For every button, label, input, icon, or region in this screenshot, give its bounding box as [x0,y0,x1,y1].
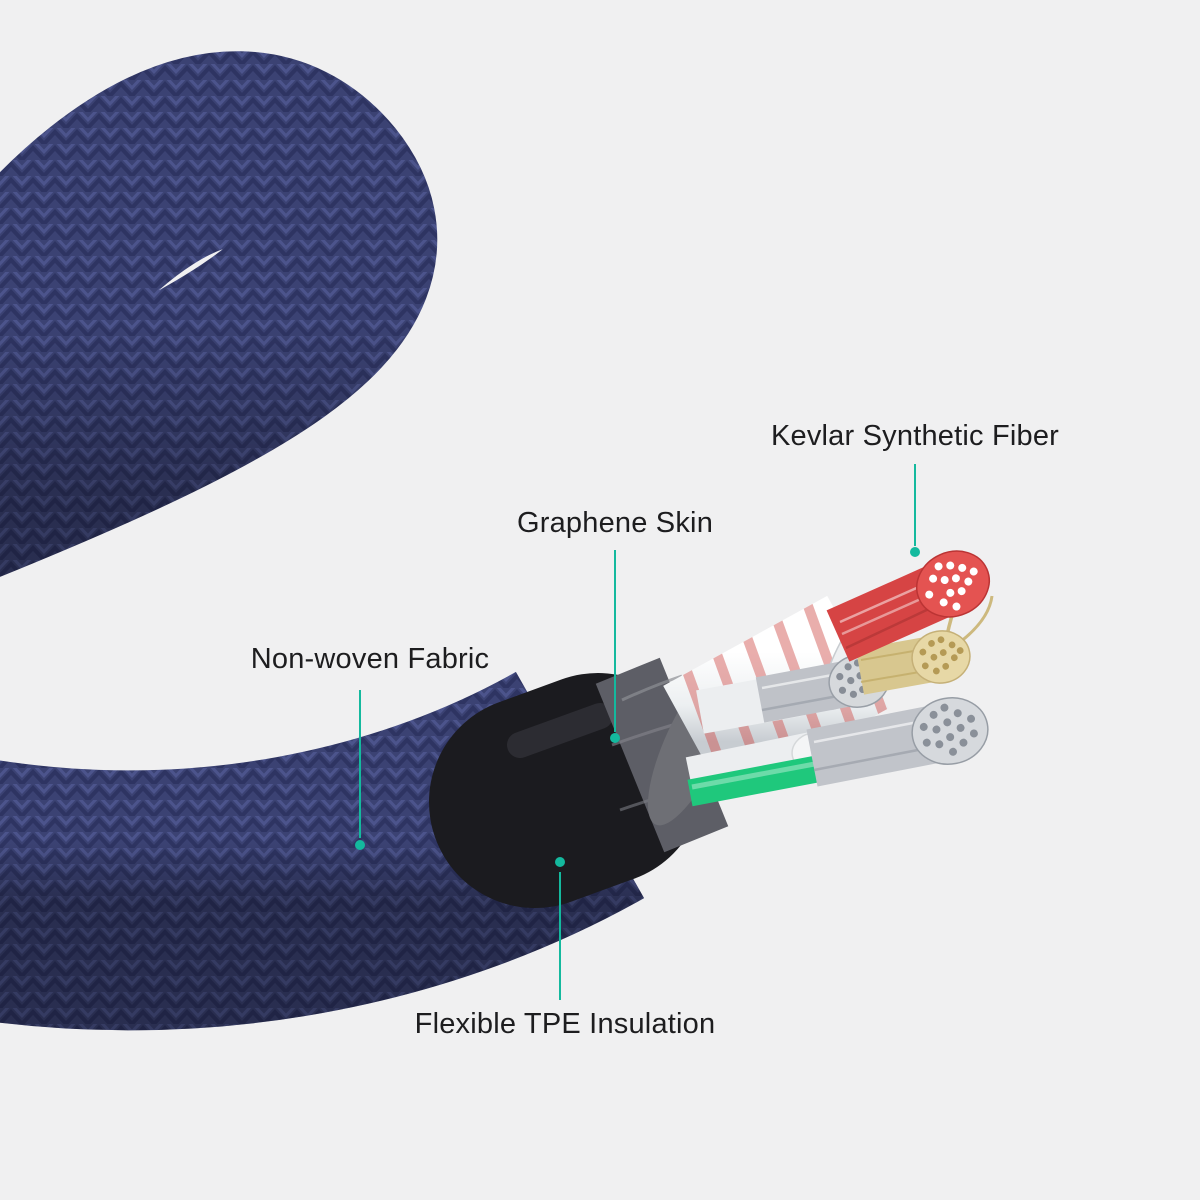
leader-line-kevlar [914,464,916,546]
leader-dot-fabric [355,840,365,850]
label-non-woven-fabric: Non-woven Fabric [250,643,490,675]
leader-dot-graphene [610,733,620,743]
label-kevlar-synthetic-fiber: Kevlar Synthetic Fiber [770,420,1060,452]
leader-line-graphene [614,550,616,732]
kevlar-fiber-bundle [855,559,994,695]
red-wire [826,550,990,662]
leader-line-tpe [559,872,561,1000]
braided-cable-top [0,51,438,577]
tpe-insulation-layer [429,673,704,908]
leader-line-fabric [359,690,361,838]
leader-dot-tpe [555,857,565,867]
leader-dot-kevlar [910,547,920,557]
silver-stranded-wire-lower [806,697,989,787]
label-flexible-tpe-insulation: Flexible TPE Insulation [414,1008,716,1040]
label-graphene-skin: Graphene Skin [516,507,714,539]
